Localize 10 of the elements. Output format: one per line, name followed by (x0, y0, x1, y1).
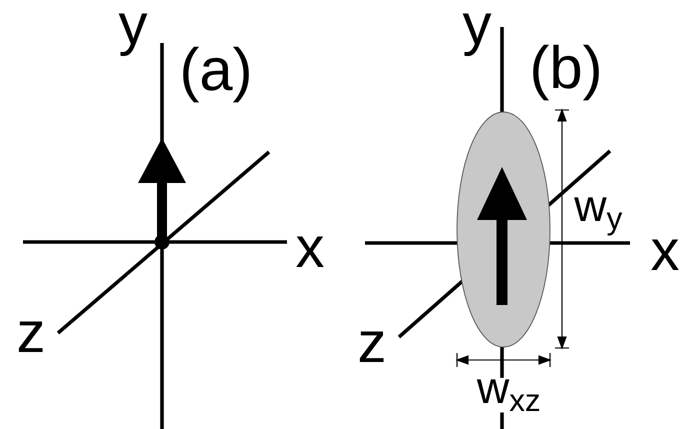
axis-label: x (651, 239, 679, 270)
axis-label: y (462, 13, 492, 56)
dimension-label: w$_{y}$ (574, 197, 622, 236)
axis-label: x (296, 236, 324, 267)
panel-label: (a) (183, 46, 249, 102)
panel-label: (b) (533, 44, 599, 100)
axis-label: z (18, 321, 43, 352)
axis-label: y (118, 13, 148, 56)
dimension-label: w$_{xz}$ (475, 378, 543, 413)
axis-label: z (360, 331, 384, 362)
